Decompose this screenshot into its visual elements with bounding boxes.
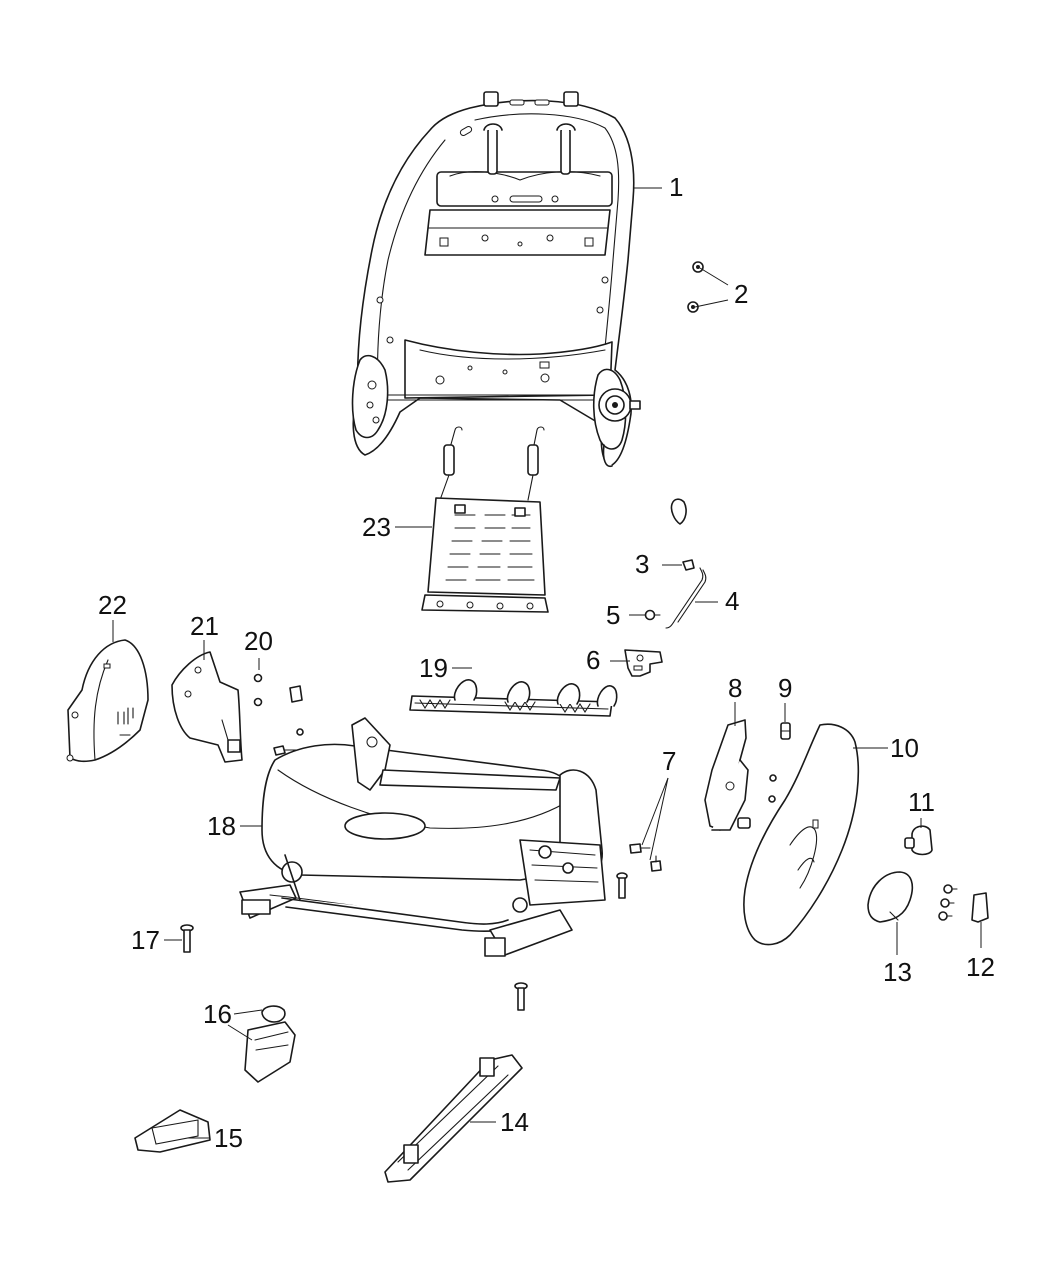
part-1-seat-back-frame[interactable] [351,91,641,468]
callout-15[interactable]: 15 [214,1123,243,1153]
callout-9[interactable]: 9 [778,673,792,703]
callout-3[interactable]: 3 [635,549,649,579]
part-9-clip[interactable] [768,722,791,803]
screw-track-cover [514,982,528,1011]
part-2-nuts[interactable] [687,261,704,313]
part-19-springs[interactable] [409,679,618,717]
part-5-screw[interactable] [644,609,661,621]
part-11-knob[interactable] [904,825,933,856]
callout-14[interactable]: 14 [500,1107,529,1137]
part-13-handle[interactable] [867,871,914,923]
part-10-outboard-shield[interactable] [743,723,860,946]
callout-23[interactable]: 23 [362,512,391,542]
part-23-lumbar-panel[interactable] [421,426,549,613]
callout-6[interactable]: 6 [586,645,600,675]
leader-lines [112,187,982,1139]
part-15-track-cover[interactable] [134,1109,211,1153]
part-21-inner-shield[interactable] [171,651,243,763]
callout-2[interactable]: 2 [734,279,748,309]
part-3-clip[interactable] [682,559,695,571]
callout-16[interactable]: 16 [203,999,232,1029]
callout-10[interactable]: 10 [890,733,919,763]
part-22-outer-shield[interactable] [66,639,149,763]
part-12-clip[interactable] [938,884,989,923]
callout-8[interactable]: 8 [728,673,742,703]
callout-7[interactable]: 7 [662,746,676,776]
screw-seat-track [616,872,628,899]
callout-12[interactable]: 12 [966,952,995,982]
part-17-screw[interactable] [180,924,194,953]
callout-13[interactable]: 13 [883,957,912,987]
part-14-track-cover[interactable] [384,1054,523,1183]
part-20-bolts[interactable] [253,673,304,756]
part-7-bolts[interactable] [629,843,662,872]
part-6-bracket[interactable] [624,649,663,677]
part-8-bracket[interactable] [704,719,751,831]
callout-19[interactable]: 19 [419,653,448,683]
callout-20[interactable]: 20 [244,626,273,656]
callout-21[interactable]: 21 [190,611,219,641]
callout-4[interactable]: 4 [725,586,739,616]
callout-5[interactable]: 5 [606,600,620,630]
part-18-cushion-frame[interactable] [239,717,606,957]
callout-labels: 1 2 3 4 5 6 7 8 9 10 11 12 13 14 15 16 1… [98,172,995,1153]
callout-18[interactable]: 18 [207,811,236,841]
callout-11[interactable]: 11 [908,787,935,817]
callout-1[interactable]: 1 [669,172,683,202]
callout-22[interactable]: 22 [98,590,127,620]
part-4-rod[interactable] [665,498,707,629]
callout-17[interactable]: 17 [131,925,160,955]
part-16-end-cover[interactable] [244,1005,296,1083]
